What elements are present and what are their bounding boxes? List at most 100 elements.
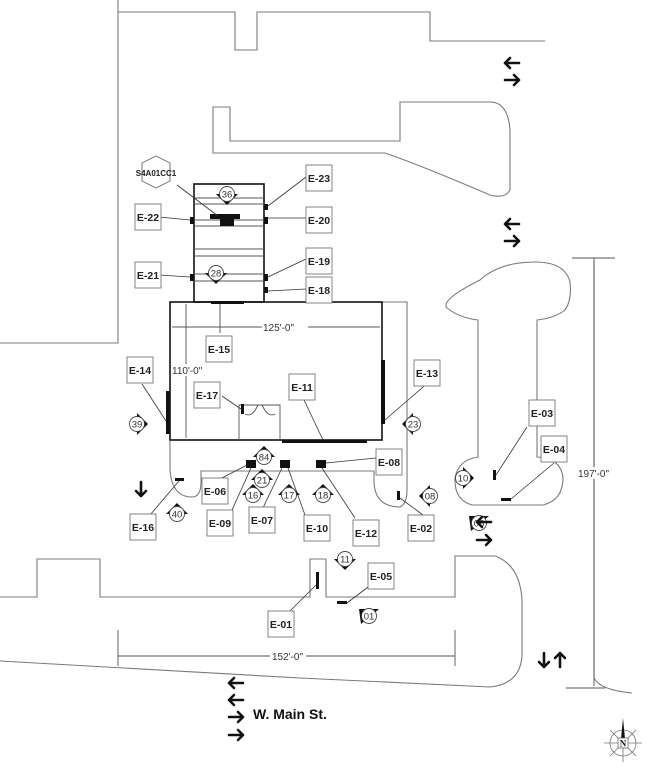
equipment-label-e-17[interactable]: E-17 <box>193 381 221 409</box>
camera-36[interactable]: 36 <box>216 186 238 206</box>
equipment-label-e-01[interactable]: E-01 <box>267 610 295 638</box>
arrow-right-icon <box>227 728 245 742</box>
label-box <box>413 359 441 387</box>
camera-number: 10 <box>458 474 469 485</box>
traffic-arrows-main-street <box>227 676 245 742</box>
equipment-label-e-05[interactable]: E-05 <box>367 562 395 590</box>
arrow-left-icon <box>227 676 245 690</box>
label-text: E-13 <box>416 368 438 380</box>
camera-number: 39 <box>132 420 143 431</box>
camera-circle <box>281 487 297 503</box>
camera-40[interactable]: 40 <box>166 503 188 522</box>
label-text: E-04 <box>543 444 565 456</box>
label-box <box>305 276 333 304</box>
dim-110-text: 110'-0" <box>172 366 203 377</box>
camera-11[interactable]: 11 <box>334 551 356 571</box>
camera-number: 08 <box>425 492 436 503</box>
label-box <box>367 562 395 590</box>
dimension-lines: 125'-0" 110'-0" 152'-0" 197'-0" <box>117 257 615 689</box>
equipment-label-e-07[interactable]: E-07 <box>248 506 276 534</box>
equipment-label-e-23[interactable]: E-23 <box>305 164 333 192</box>
label-text: E-18 <box>308 285 330 297</box>
equipment-label-e-10[interactable]: E-10 <box>303 514 331 542</box>
label-box <box>248 506 276 534</box>
equipment-label-e-02[interactable]: E-02 <box>407 514 435 542</box>
hex-tag[interactable]: S4A01CC1 <box>136 155 177 189</box>
equipment-label-e-03[interactable]: E-03 <box>528 399 556 427</box>
equipment-label-e-04[interactable]: E-04 <box>540 435 568 463</box>
arrow-right-icon <box>475 533 493 547</box>
camera-circle <box>256 449 272 465</box>
label-box <box>352 519 380 547</box>
camera-circle <box>361 608 377 624</box>
label-text: E-01 <box>270 619 292 631</box>
equipment-label-e-18[interactable]: E-18 <box>305 276 333 304</box>
equipment-label-e-19[interactable]: E-19 <box>305 247 333 275</box>
label-box <box>407 514 435 542</box>
label-text: E-10 <box>306 523 328 535</box>
camera-28[interactable]: 28 <box>205 265 227 285</box>
equipment-label-e-11[interactable]: E-11 <box>288 373 316 401</box>
label-text: E-11 <box>291 382 313 394</box>
equipment-panels <box>166 204 511 604</box>
traffic-arrows-top-entrance <box>503 56 521 87</box>
equipment-label-e-16[interactable]: E-16 <box>129 513 157 541</box>
equipment-label-e-22[interactable]: E-22 <box>134 203 162 231</box>
equipment-label-e-13[interactable]: E-13 <box>413 359 441 387</box>
arrow-left-icon <box>503 56 521 70</box>
dim-152-text: 152'-0" <box>272 652 303 663</box>
camera-circle <box>337 551 353 567</box>
equipment-label-e-20[interactable]: E-20 <box>305 206 333 234</box>
camera-01[interactable]: 01 <box>359 608 379 625</box>
camera-circle <box>208 265 224 281</box>
arrow-right-icon <box>503 73 521 87</box>
equipment-label-e-06[interactable]: E-06 <box>201 477 229 505</box>
label-text: E-12 <box>355 528 377 540</box>
camera-39[interactable]: 39 <box>129 413 149 435</box>
label-box <box>126 356 154 384</box>
label-text: E-19 <box>308 256 330 268</box>
label-box <box>134 203 162 231</box>
label-text: E-06 <box>204 486 226 498</box>
camera-08[interactable]: 08 <box>419 485 438 507</box>
equipment-label-e-14[interactable]: E-14 <box>126 356 154 384</box>
camera-10[interactable]: 10 <box>455 467 475 489</box>
camera-circle <box>405 416 421 432</box>
label-box <box>305 247 333 275</box>
arrow-left-icon <box>475 515 493 529</box>
label-text: E-07 <box>251 515 273 527</box>
camera-number: 40 <box>172 510 183 521</box>
equipment-label-e-09[interactable]: E-09 <box>206 509 234 537</box>
camera-23[interactable]: 23 <box>402 413 421 435</box>
camera-number: 28 <box>211 269 222 280</box>
equipment-label-e-12[interactable]: E-12 <box>352 519 380 547</box>
camera-84[interactable]: 84 <box>253 446 275 465</box>
label-box <box>193 381 221 409</box>
camera-number: 18 <box>318 491 329 502</box>
left-property-line <box>0 0 119 344</box>
label-text: E-16 <box>132 522 154 534</box>
camera-16[interactable]: 16 <box>242 484 264 503</box>
arrow-right-icon <box>503 234 521 248</box>
label-box <box>305 164 333 192</box>
north-compass-icon: N <box>604 718 642 762</box>
camera-21[interactable]: 21 <box>251 469 273 488</box>
camera-17[interactable]: 17 <box>278 484 300 503</box>
label-box <box>201 477 229 505</box>
camera-number: 11 <box>340 555 350 566</box>
camera-number: 01 <box>364 612 375 623</box>
label-text: E-05 <box>370 571 392 583</box>
label-box <box>129 513 157 541</box>
traffic-arrows-mid-entrance <box>503 217 521 248</box>
equipment-label-e-21[interactable]: E-21 <box>134 261 162 289</box>
camera-18[interactable]: 18 <box>312 484 334 503</box>
dim-125-text: 125'-0" <box>263 323 294 334</box>
equipment-label-e-08[interactable]: E-08 <box>375 448 403 476</box>
dim-197-text: 197'-0" <box>578 469 609 480</box>
equipment-label-e-15[interactable]: E-15 <box>205 335 233 363</box>
label-box <box>303 514 331 542</box>
camera-circle <box>169 506 185 522</box>
